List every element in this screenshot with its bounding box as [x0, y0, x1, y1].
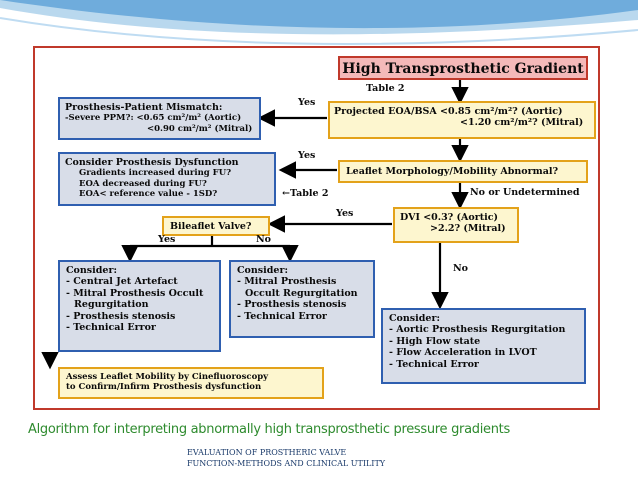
- consider-right-box: Consider: - Aortic Prosthesis Regurgitat…: [381, 308, 586, 384]
- yes-label-2: Yes: [298, 150, 316, 161]
- leaflet-box: Leaflet Morphology/Mobility Abnormal?: [338, 160, 588, 183]
- dvi-line-1: DVI <0.3? (Aortic): [400, 212, 499, 223]
- dysfunction-box: Consider Prosthesis Dysfunction Gradient…: [58, 152, 276, 206]
- slide-footer: EVALUATION OF PROSTHERIC VALVE FUNCTION-…: [187, 448, 385, 470]
- dvi-line-2: >2.2? (Mitral): [430, 223, 506, 235]
- bileaflet-text: Bileaflet Valve?: [170, 221, 252, 232]
- footer-line-1: EVALUATION OF PROSTHERIC VALVE: [187, 448, 347, 457]
- ppm-title: Prosthesis-Patient Mismatch:: [65, 102, 223, 113]
- assess-line-1: Assess Leaflet Mobility by Cinefluorosco…: [66, 372, 269, 382]
- bileaflet-box: Bileaflet Valve?: [162, 216, 270, 236]
- consider-left-item-3: - Prosthesis stenosis: [66, 310, 176, 322]
- dysfunction-title: Consider Prosthesis Dysfunction: [65, 157, 239, 168]
- eoa-bsa-line-1: Projected EOA/BSA <0.85 cm²/m²? (Aortic): [334, 106, 563, 117]
- assess-box: Assess Leaflet Mobility by Cinefluorosco…: [58, 367, 324, 399]
- high-gradient-box: High Transprosthetic Gradient: [338, 56, 588, 80]
- table2-mid-label: ←Table 2: [282, 188, 329, 199]
- consider-right-item-1: - Aortic Prosthesis Regurgitation: [389, 324, 566, 336]
- consider-left-box: Consider: - Central Jet Artefact - Mitra…: [58, 260, 221, 352]
- yes-label-4: Yes: [158, 234, 176, 245]
- leaflet-text: Leaflet Morphology/Mobility Abnormal?: [346, 166, 559, 177]
- eoa-bsa-line-2: <1.20 cm²/m²? (Mitral): [460, 117, 584, 129]
- consider-left-item-2: - Mitral Prosthesis Occult: [66, 287, 204, 299]
- consider-left-title: Consider:: [66, 265, 117, 276]
- consider-right-item-3: - Flow Acceleration in LVOT: [389, 347, 537, 359]
- ppm-box: Prosthesis-Patient Mismatch: -Severe PPM…: [58, 97, 261, 140]
- ppm-line-2: <0.90 cm²/m² (Mitral): [147, 123, 253, 134]
- dysfunction-line-2: EOA decreased during FU?: [79, 178, 207, 189]
- high-gradient-text: High Transprosthetic Gradient: [342, 61, 584, 77]
- consider-left-item-2b: Regurgitation: [74, 299, 149, 311]
- eoa-bsa-box: Projected EOA/BSA <0.85 cm²/m²? (Aortic)…: [328, 101, 596, 139]
- consider-right-item-2: - High Flow state: [389, 335, 481, 347]
- yes-label-3: Yes: [336, 208, 354, 219]
- dysfunction-line-1: Gradients increased during FU?: [79, 168, 232, 179]
- table2-top-label: Table 2: [366, 83, 405, 94]
- ppm-line-1: -Severe PPM?: <0.65 cm²/m² (Aortic): [65, 113, 242, 124]
- consider-mid-item-1: - Mitral Prosthesis: [237, 276, 337, 288]
- consider-mid-item-1b: Occult Regurgitation: [245, 287, 358, 299]
- consider-left-item-4: - Technical Error: [66, 321, 156, 333]
- consider-right-item-4: - Technical Error: [389, 358, 479, 370]
- header-swoosh-decoration: [0, 0, 638, 45]
- consider-mid-item-3: - Technical Error: [237, 310, 327, 322]
- figure-caption: Algorithm for interpreting abnormally hi…: [28, 422, 510, 437]
- yes-label-1: Yes: [298, 97, 316, 108]
- dysfunction-line-3: EOA< reference value - 1SD?: [79, 188, 218, 199]
- footer-line-2: FUNCTION-METHODS AND CLINICAL UTILITY: [187, 458, 386, 468]
- consider-mid-title: Consider:: [237, 265, 288, 276]
- assess-line-2: to Confirm/Infirm Prosthesis dysfunction: [66, 382, 262, 393]
- no-label-1: No: [256, 234, 272, 245]
- consider-mid-box: Consider: - Mitral Prosthesis Occult Reg…: [229, 260, 375, 338]
- no-undetermined-label: No or Undetermined: [470, 187, 580, 198]
- dvi-box: DVI <0.3? (Aortic) >2.2? (Mitral): [393, 207, 519, 243]
- consider-left-item-1: - Central Jet Artefact: [66, 276, 178, 288]
- consider-right-title: Consider:: [389, 313, 440, 324]
- no-label-2: No: [453, 263, 469, 274]
- consider-mid-item-2: - Prosthesis stenosis: [237, 299, 347, 311]
